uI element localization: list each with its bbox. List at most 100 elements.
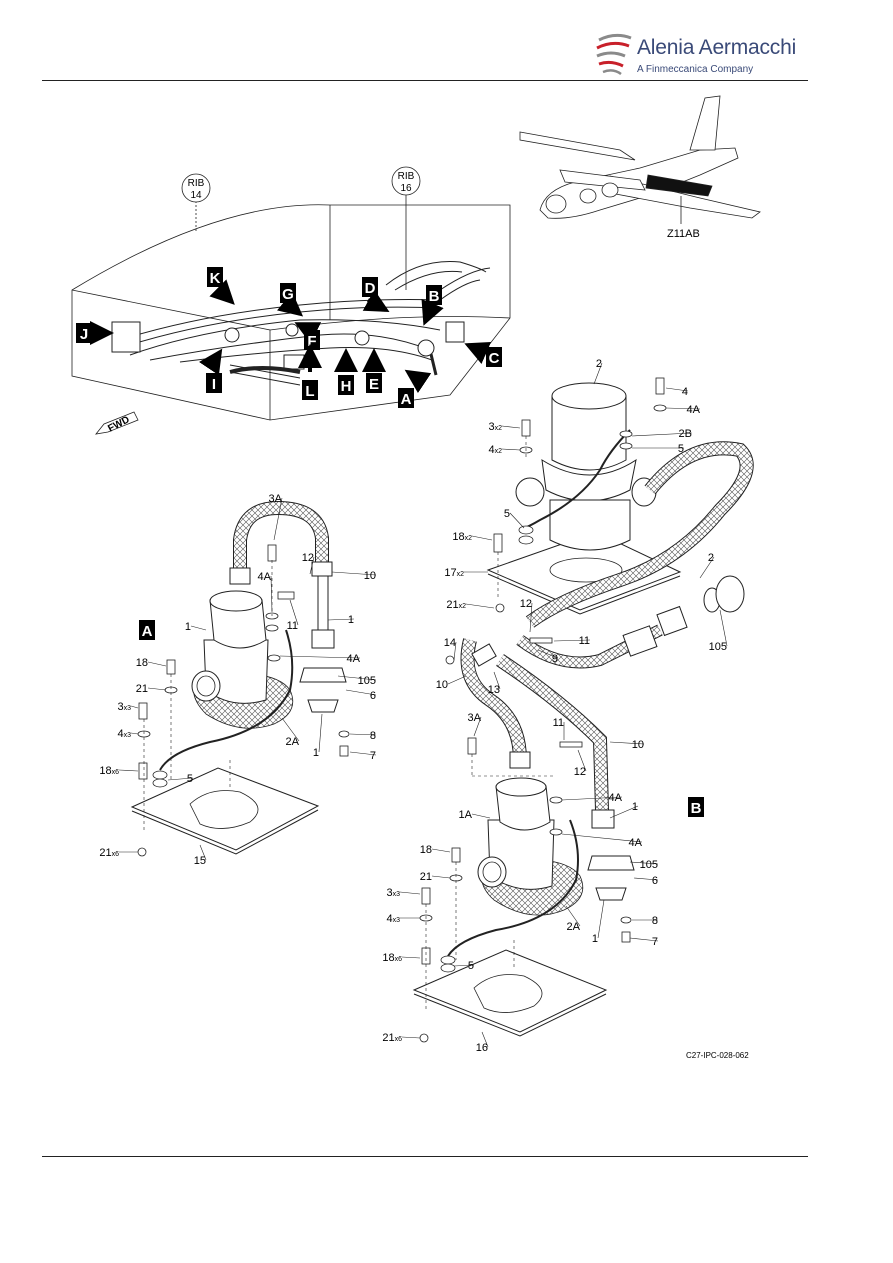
callout-label: 3x2: [488, 421, 502, 433]
callout-label: 105: [640, 859, 658, 871]
location-marker-text: D: [365, 280, 376, 297]
callout-c4A_top: 4A: [258, 571, 273, 613]
callout-label: 17x2: [444, 567, 464, 579]
callout-label: 18x2: [452, 531, 472, 543]
location-marker-text: J: [80, 326, 88, 343]
callout-c4_top: 4: [665, 386, 689, 398]
callout-label: 14: [444, 637, 456, 649]
callout-label: 11: [579, 635, 590, 647]
callout-c15: 15: [194, 844, 207, 867]
wing-section-box: [71, 194, 511, 421]
callout-label: 3A: [468, 712, 482, 724]
callout-c4A_top: 4A: [665, 404, 701, 416]
callout-c8: 8: [632, 915, 658, 927]
callout-c18b: 18: [420, 844, 451, 856]
callout-c1_left: 1: [185, 621, 207, 633]
callout-c9: 9: [537, 649, 559, 665]
location-marker-a: A: [398, 369, 432, 408]
callout-label: 1: [348, 614, 354, 626]
callout-label: 10: [364, 570, 376, 582]
fwd-label: FWD: [106, 414, 131, 434]
view-b-assembly: B: [412, 377, 754, 1043]
callout-label: 2B: [679, 428, 692, 440]
brand-logo-icon: [596, 33, 632, 76]
callout-c18b: 18x6: [99, 765, 139, 777]
braided-hose-b-top: [526, 442, 753, 627]
callout-label: 4A: [629, 837, 643, 849]
callout-label: 5: [187, 773, 193, 785]
callout-label: 1: [313, 747, 319, 759]
callout-c12_mid: 12: [574, 749, 587, 778]
callout-c2B: 2B: [631, 428, 693, 440]
callout-label: 1: [632, 801, 638, 813]
callout-label: 16: [476, 1042, 488, 1054]
callout-c21b: 21: [420, 871, 451, 883]
callout-c21: 21: [136, 683, 167, 695]
callout-c21c: 21x6: [382, 1032, 421, 1044]
callout-c6: 6: [633, 875, 659, 887]
location-marker-j: J: [76, 321, 114, 345]
location-marker-text: B: [429, 288, 440, 305]
location-marker-h: H: [334, 348, 358, 395]
callout-label: 3x3: [386, 887, 400, 899]
callout-c13: 13: [488, 671, 501, 696]
callout-label: 12: [520, 598, 532, 610]
callout-c10_left: 10: [436, 675, 467, 691]
callout-label: 8: [652, 915, 658, 927]
callout-label: 4A: [347, 653, 361, 665]
location-marker-i: I: [198, 348, 223, 393]
callout-c105: 105: [337, 675, 377, 687]
callout-label: 5: [468, 960, 474, 972]
overview-pipework: [111, 261, 491, 386]
callout-c21b: 21x6: [99, 847, 138, 859]
location-marker-text: A: [401, 391, 412, 408]
callout-c7: 7: [349, 750, 377, 762]
braided-hose-b-lower: [461, 638, 526, 761]
callout-c12: 12: [302, 552, 315, 575]
brand-subtitle: A Finmeccanica Company: [637, 64, 754, 75]
view-a-marker: [139, 620, 155, 640]
callout-label: 12: [302, 552, 314, 564]
location-marker-text: H: [341, 378, 352, 395]
callout-label: 3A: [269, 493, 283, 505]
location-marker-text: E: [369, 376, 379, 393]
callout-label: 9: [552, 653, 558, 665]
callout-label: 6: [370, 690, 376, 702]
callout-c105: 105: [709, 609, 728, 653]
callout-label: 10: [436, 679, 448, 691]
callout-label: 2: [596, 358, 602, 370]
callout-c11_top: 11: [553, 635, 591, 647]
callout-label: 21x6: [382, 1032, 402, 1044]
callout-label: 11: [553, 717, 564, 729]
callout-label: 3x3: [117, 701, 131, 713]
callout-c11_mid: 11: [553, 717, 565, 740]
fwd-arrow-icon: FWD: [95, 411, 139, 435]
callout-label: 8: [370, 730, 376, 742]
location-marker-b: B: [421, 285, 444, 326]
callout-c14: 14: [444, 637, 457, 661]
rib-14-number: 14: [190, 190, 202, 201]
callout-c4: 4x3: [117, 728, 139, 740]
callout-c1A: 1A: [459, 809, 491, 821]
callout-label: 18x6: [99, 765, 119, 777]
callout-c3A: 3A: [269, 493, 283, 541]
callout-c11: 11: [287, 599, 299, 632]
callout-label: 18: [420, 844, 432, 856]
callout-label: 21: [136, 683, 148, 695]
callout-c5: 5: [167, 773, 194, 785]
view-b-marker: [688, 797, 704, 817]
callout-c1_right: 1: [327, 614, 355, 626]
callout-label: 18x6: [382, 952, 402, 964]
callout-label: 4A: [609, 792, 623, 804]
callout-c3: 3x3: [117, 701, 139, 713]
callout-label: 4x3: [386, 913, 400, 925]
callout-c3: 3x2: [488, 421, 521, 433]
callout-label: 105: [709, 641, 727, 653]
callout-label: 11: [287, 620, 298, 632]
callout-c4A_mid: 4A: [279, 653, 361, 665]
header-rule: [42, 80, 808, 81]
callout-c5_top: 5: [632, 443, 684, 455]
